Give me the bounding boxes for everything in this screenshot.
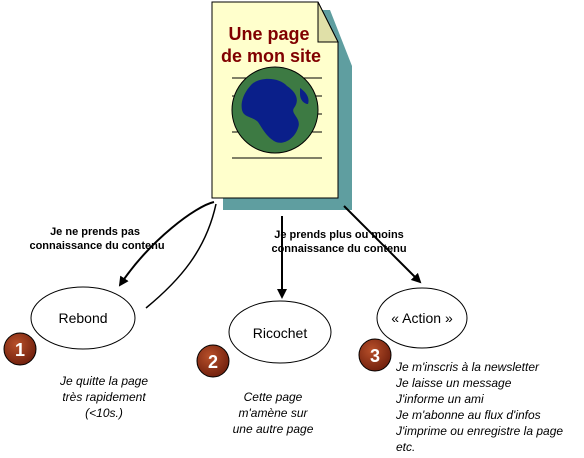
ricochet-desc-2: m'amène sur bbox=[239, 406, 309, 420]
action-desc-3: J'informe un ami bbox=[395, 392, 484, 406]
arrows bbox=[118, 201, 422, 309]
badge-2 bbox=[196, 344, 230, 378]
globe-icon bbox=[231, 66, 319, 154]
rebond-desc-3: (<10s.) bbox=[85, 406, 123, 420]
badge-1 bbox=[3, 332, 37, 366]
rebond-label: Rebond bbox=[58, 310, 107, 326]
badge-1-number: 1 bbox=[15, 340, 25, 360]
ricochet-label: Ricochet bbox=[253, 325, 308, 341]
page-title-line1: Une page bbox=[228, 24, 309, 44]
middle-arrow-label-line1: Je prends plus ou moins bbox=[274, 229, 404, 241]
action-desc-5: J'imprime ou enregistre la page bbox=[395, 424, 563, 438]
rebond-desc-2: très rapidement bbox=[62, 390, 146, 404]
action-desc-4: Je m'abonne au flux d'infos bbox=[395, 408, 541, 422]
badge-3-number: 3 bbox=[370, 346, 380, 366]
outcome-action: « Action » 3 Je m'inscris à la newslette… bbox=[358, 287, 563, 454]
middle-arrow-label-line2: connaissance du contenu bbox=[271, 243, 406, 255]
badge-2-number: 2 bbox=[208, 352, 218, 372]
arrow-to-action bbox=[343, 205, 422, 284]
ricochet-desc-1: Cette page bbox=[244, 390, 303, 404]
action-desc-1: Je m'inscris à la newsletter bbox=[395, 360, 540, 374]
action-label: « Action » bbox=[391, 310, 453, 326]
page-fold bbox=[317, 1, 339, 43]
left-arrow-label-line2: connaissance du contenu bbox=[29, 240, 164, 252]
action-desc-2: Je laisse un message bbox=[395, 376, 512, 390]
badge-3 bbox=[358, 338, 392, 372]
arrow-bounce-back bbox=[145, 203, 217, 309]
rebond-desc-1: Je quitte la page bbox=[59, 374, 148, 388]
rebond-ellipse bbox=[30, 286, 136, 350]
action-ellipse bbox=[376, 287, 468, 349]
outcome-rebond: Rebond 1 Je quitte la page très rapideme… bbox=[3, 286, 148, 420]
arrow-to-rebond bbox=[118, 201, 215, 287]
left-arrow-label-line1: Je ne prends pas bbox=[50, 226, 140, 238]
outcome-ricochet: Ricochet 2 Cette page m'amène sur une au… bbox=[196, 300, 332, 436]
ricochet-desc-3: une autre page bbox=[233, 422, 314, 436]
document-page: Une page de mon site bbox=[211, 1, 352, 210]
action-desc-6: etc. bbox=[396, 440, 415, 454]
ricochet-ellipse bbox=[228, 300, 332, 364]
page-title-line2: de mon site bbox=[221, 46, 321, 66]
